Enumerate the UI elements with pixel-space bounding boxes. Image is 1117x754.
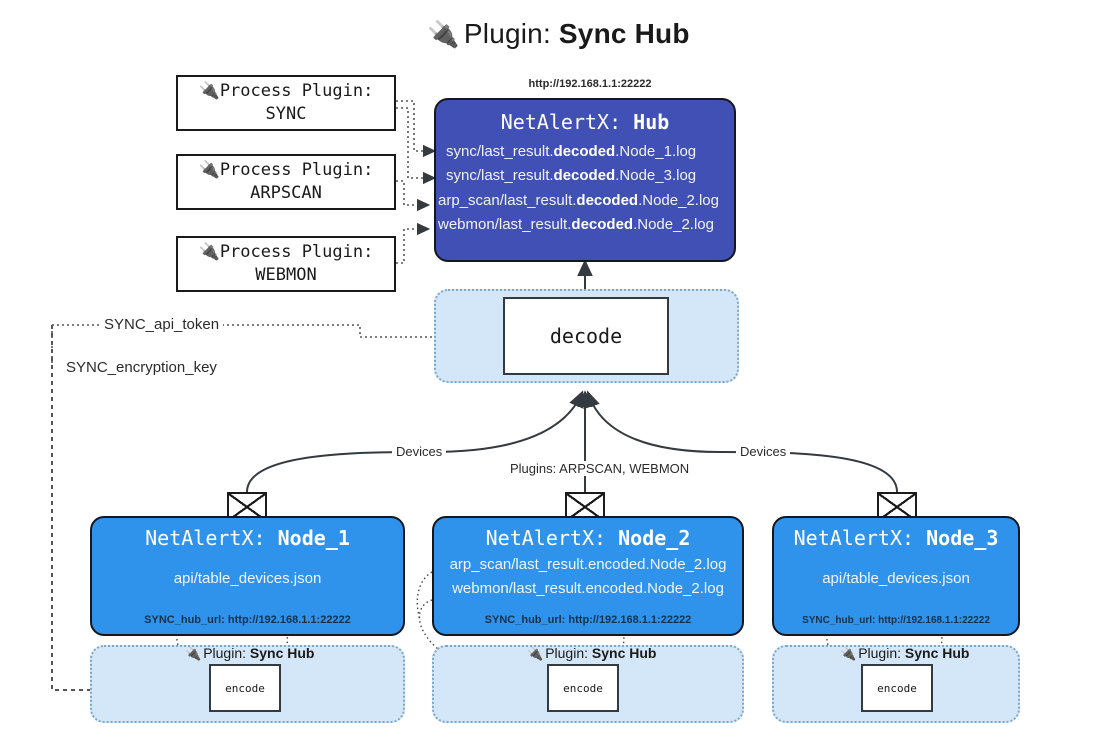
page-title: 🔌Plugin: Sync Hub — [0, 18, 1117, 50]
edge-node3-devices — [584, 390, 898, 493]
encode-box-node1[interactable]: encode — [209, 664, 281, 712]
node2-hub-url: SYNC_hub_url: http://192.168.1.1:22222 — [484, 614, 692, 626]
plug-icon: 🔌 — [185, 646, 202, 661]
process-plugin-webmon[interactable]: 🔌Process Plugin: WEBMON — [176, 236, 396, 292]
page-title-prefix: Plugin: — [463, 18, 551, 49]
node2-title: NetAlertX: Node_2 — [485, 526, 691, 550]
process-plugin-webmon-line2: WEBMON — [255, 265, 317, 285]
hub-log-4: webmon/last_result.decoded.Node_2.log — [438, 215, 714, 233]
edge-label-plugins-center: Plugins: ARPSCAN, WEBMON — [506, 461, 694, 476]
process-plugin-sync[interactable]: 🔌Process Plugin: SYNC — [176, 75, 396, 131]
plug-icon: 🔌 — [198, 242, 220, 263]
edge-sync-to-hub2 — [396, 107, 437, 185]
node-card-node2[interactable]: NetAlertX: Node_2 arp_scan/last_result.e… — [432, 516, 744, 636]
node1-title: NetAlertX: Node_1 — [145, 526, 350, 550]
edge-sync-to-hub1 — [396, 100, 437, 158]
hub-url-label: http://192.168.1.1:22222 — [528, 78, 652, 90]
encode-box-node3[interactable]: encode — [861, 664, 933, 712]
page-title-name: Sync Hub — [558, 18, 690, 49]
decode-box[interactable]: decode — [503, 297, 669, 375]
setting-api-token-label: SYNC_api_token — [100, 316, 224, 333]
plugin-label-node1: 🔌Plugin: Sync Hub — [185, 645, 315, 661]
edge-label-devices-left: Devices — [392, 444, 447, 459]
edge-node1-devices — [246, 390, 584, 493]
node2-file-2: webmon/last_result.encoded.Node_2.log — [452, 580, 724, 597]
encode-box-node2[interactable]: encode — [547, 664, 619, 712]
process-plugin-sync-line2: SYNC — [265, 104, 307, 124]
process-plugin-arpscan[interactable]: 🔌Process Plugin: ARPSCAN — [176, 154, 396, 210]
setting-encryption-key-label: SYNC_encryption_key — [62, 359, 221, 376]
plugin-label-node3: 🔌Plugin: Sync Hub — [840, 645, 970, 661]
edge-node2-file-loop1 — [416, 571, 433, 621]
hub-log-1: sync/last_result.decoded.Node_1.log — [446, 143, 697, 160]
hub-log-3: arp_scan/last_result.decoded.Node_2.log — [438, 191, 719, 209]
node3-hub-url: SYNC_hub_url: http://192.168.1.1:22222 — [802, 615, 990, 626]
node-card-node3[interactable]: NetAlertX: Node_3 api/table_devices.json… — [772, 516, 1020, 636]
plug-icon: 🔌 — [198, 160, 220, 181]
node-card-node1[interactable]: NetAlertX: Node_1 api/table_devices.json… — [90, 516, 405, 636]
node2-file-1: arp_scan/last_result.encoded.Node_2.log — [449, 556, 727, 573]
process-plugin-sync-line1: 🔌Process Plugin: — [198, 81, 374, 102]
plug-icon: 🔌 — [427, 19, 460, 49]
edge-arpscan-to-hub — [396, 180, 431, 212]
hub-log-2: sync/last_result.decoded.Node_3.log — [446, 167, 697, 185]
node3-file-1: api/table_devices.json — [822, 570, 970, 587]
process-plugin-webmon-line1: 🔌Process Plugin: — [198, 242, 374, 263]
hub-card[interactable]: NetAlertX: Hub sync/last_result.decoded.… — [434, 98, 736, 262]
process-plugin-arpscan-line1: 🔌Process Plugin: — [198, 160, 374, 181]
process-plugin-arpscan-line2: ARPSCAN — [250, 183, 322, 203]
node3-title: NetAlertX: Node_3 — [793, 526, 999, 550]
plug-icon: 🔌 — [527, 646, 544, 661]
plug-icon: 🔌 — [840, 646, 857, 661]
edge-webmon-to-hub — [396, 222, 431, 264]
node1-hub-url: SYNC_hub_url: http://192.168.1.1:22222 — [144, 614, 351, 626]
plugin-label-node2: 🔌Plugin: Sync Hub — [527, 645, 657, 661]
edge-label-devices-right: Devices — [736, 444, 791, 459]
plug-icon: 🔌 — [198, 81, 220, 102]
node1-file-1: api/table_devices.json — [173, 570, 322, 587]
hub-title: NetAlertX: Hub — [500, 110, 670, 134]
